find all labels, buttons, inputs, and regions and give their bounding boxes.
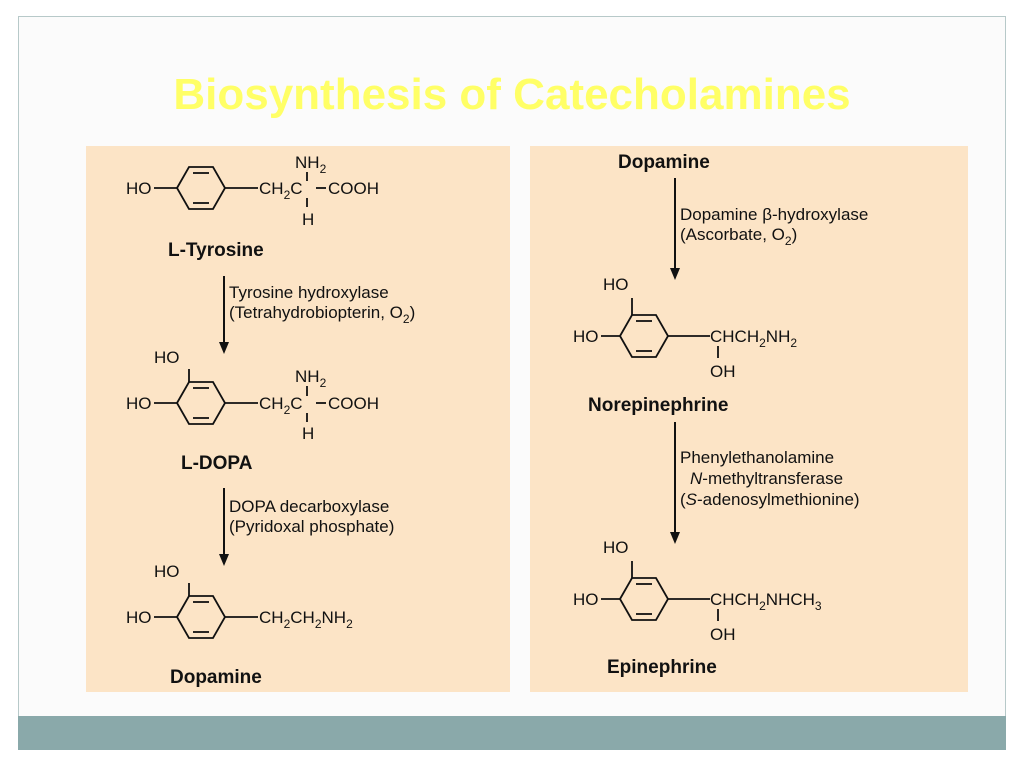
epinephrine-chain-label: CHCH2NHCH3 <box>710 590 822 613</box>
phenylethanolamine-label: Phenylethanolamine <box>680 448 834 467</box>
epinephrine-ho-top-label: HO <box>603 538 629 557</box>
ldopa-structure: HO HO CH2C COOH NH2 H <box>126 348 379 443</box>
n-methyltransferase-label: N-methyltransferase <box>690 469 843 488</box>
reaction-arrow-2 <box>219 488 229 566</box>
right-panel: Dopamine Dopamine β-hydroxylase (Ascorba… <box>530 146 968 692</box>
tyrosine-nh2-label: NH2 <box>295 153 327 176</box>
left-panel: HO CH2C COOH NH2 H L-Tyrosine Tyrosine h… <box>86 146 510 692</box>
tetrahydrobiopterin-label: (Tetrahydrobiopterin, O2) <box>229 303 415 326</box>
tyrosine-h-label: H <box>302 210 314 229</box>
norepinephrine-structure: HO HO CHCH2NH2 OH <box>573 275 797 381</box>
epinephrine-name: Epinephrine <box>607 657 717 678</box>
norepinephrine-ho-left-label: HO <box>573 327 599 346</box>
s-adenosylmethionine-label: (S-adenosylmethionine) <box>680 490 860 509</box>
dopamine-chain-label: CH2CH2NH2 <box>259 608 353 631</box>
ascorbate-label: (Ascorbate, O2) <box>680 225 797 248</box>
ldopa-name: L-DOPA <box>181 453 253 474</box>
tyrosine-cooh-label: COOH <box>328 179 379 198</box>
reaction-arrow-3 <box>670 178 680 280</box>
reaction-arrow-4 <box>670 422 680 544</box>
norepinephrine-ho-top-label: HO <box>603 275 629 294</box>
norepinephrine-chain-label: CHCH2NH2 <box>710 327 797 350</box>
ldopa-ho-left-label: HO <box>126 394 152 413</box>
tyrosine-hydroxylase-label: Tyrosine hydroxylase <box>229 283 389 302</box>
tyrosine-structure: HO CH2C COOH NH2 H <box>126 153 379 229</box>
ldopa-h-label: H <box>302 424 314 443</box>
dopa-decarboxylase-label: DOPA decarboxylase <box>229 497 389 516</box>
epinephrine-structure: HO HO CHCH2NHCH3 OH <box>573 538 822 644</box>
dopamine-structure: HO HO CH2CH2NH2 <box>126 562 353 639</box>
left-pathway-diagram: HO CH2C COOH NH2 H L-Tyrosine Tyrosine h… <box>126 153 415 688</box>
tyrosine-ho-label: HO <box>126 179 152 198</box>
dopamine-ho-left-label: HO <box>126 608 152 627</box>
dopamine-beta-hydroxylase-label: Dopamine β-hydroxylase <box>680 205 868 224</box>
norepinephrine-oh-label: OH <box>710 362 736 381</box>
epinephrine-oh-label: OH <box>710 625 736 644</box>
footer-bar <box>18 716 1006 750</box>
ldopa-nh2-label: NH2 <box>295 367 327 390</box>
tyrosine-ch-label: CH2C <box>259 179 303 202</box>
tyrosine-name: L-Tyrosine <box>168 240 264 261</box>
pyridoxal-phosphate-label: (Pyridoxal phosphate) <box>229 517 394 536</box>
ldopa-cooh-label: COOH <box>328 394 379 413</box>
dopamine-name: Dopamine <box>170 667 262 688</box>
norepinephrine-name: Norepinephrine <box>588 395 728 416</box>
ldopa-ho-top-label: HO <box>154 348 180 367</box>
reaction-arrow-1 <box>219 276 229 354</box>
dopamine-ho-top-label: HO <box>154 562 180 581</box>
epinephrine-ho-left-label: HO <box>573 590 599 609</box>
dopamine-top-name: Dopamine <box>618 152 710 173</box>
right-pathway-diagram: Dopamine Dopamine β-hydroxylase (Ascorba… <box>573 152 868 678</box>
ldopa-ch-label: CH2C <box>259 394 303 417</box>
slide-title: Biosynthesis of Catecholamines <box>173 70 851 119</box>
